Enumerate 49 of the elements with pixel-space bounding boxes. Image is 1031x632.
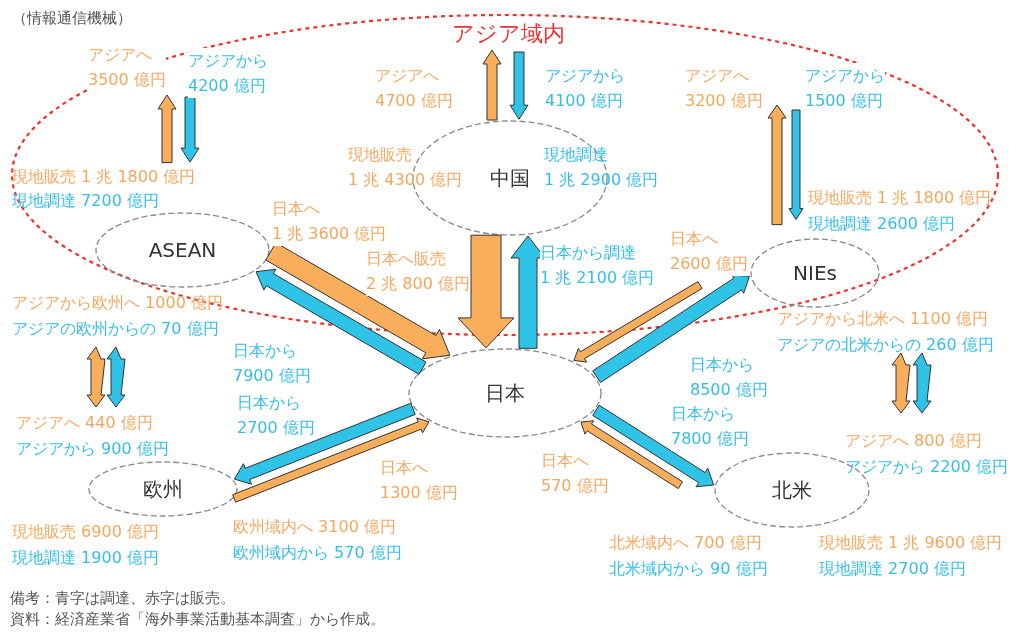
amount-label: 現地調達 1 兆 2900 億円 [544, 144, 659, 191]
region-heading: アジア域内 [451, 20, 565, 48]
note: 備考：青字は調達、赤字は販売。 [10, 588, 235, 609]
amount-label: 欧州域内へ 3100 億円 [233, 516, 396, 538]
amount-label: 現地販売 1 兆 1800 億円 [12, 166, 196, 188]
amount-label: 現地調達 1900 億円 [12, 547, 159, 569]
amount-label: 現地調達 7200 億円 [12, 190, 159, 212]
amount-label: アジアから 900 億円 [16, 438, 169, 460]
amount-label: アジアへ 440 億円 [16, 412, 153, 434]
amount-label: アジアの欧州からの 70 億円 [12, 318, 219, 340]
amount-label: 現地調達 2700 億円 [819, 558, 966, 580]
arrow [592, 274, 750, 383]
amount-label: 北米域内へ 700 億円 [609, 532, 762, 554]
amount-label: 現地販売 1 兆 4300 億円 [348, 144, 463, 191]
arrow [509, 51, 529, 120]
arrow [457, 234, 515, 349]
arrow [592, 404, 715, 488]
region-name: ASEAN [148, 238, 217, 262]
country-ellipse [88, 461, 238, 517]
region-name: 日本 [485, 379, 525, 407]
arrow [788, 109, 804, 220]
arrow [180, 96, 200, 163]
amount-label: アジアから北米へ 1100 億円 [777, 308, 988, 330]
amount-label: 現地販売 1 兆 9600 億円 [819, 532, 1003, 554]
subtitle: （情報通信機械） [12, 8, 132, 29]
amount-label: 現地調達 2600 億円 [808, 213, 955, 235]
arrow [233, 402, 416, 485]
country-ellipse [408, 348, 602, 438]
arrow [482, 49, 502, 121]
amount-label: 欧州域内から 570 億円 [233, 542, 402, 564]
region-name: 欧州 [143, 475, 183, 503]
edge-label: アジアから 4200 億円 [188, 48, 268, 98]
arrow [157, 94, 177, 164]
amount-label: 現地販売 6900 億円 [12, 521, 159, 543]
amount-label: アジアの北米からの 260 億円 [777, 334, 994, 356]
arrow [767, 104, 787, 226]
amount-label: アジアから 2200 億円 [845, 456, 1008, 478]
region-name: 北米 [772, 476, 812, 504]
amount-label: アジアへ 800 億円 [845, 430, 982, 452]
arrow [255, 268, 427, 375]
region-name: 中国 [490, 164, 530, 192]
arrow [580, 420, 683, 490]
note: 資料：経済産業省「海外事業活動基本調査」から作成。 [10, 609, 385, 630]
amount-label: 現地販売 1 兆 1800 億円 [808, 187, 992, 209]
amount-label: アジアから欧州へ 1000 億円 [12, 292, 223, 314]
region-name: NIEs [793, 261, 837, 285]
amount-label: 北米域内から 90 億円 [609, 558, 768, 580]
arrow [573, 281, 703, 363]
arrow [232, 417, 430, 503]
